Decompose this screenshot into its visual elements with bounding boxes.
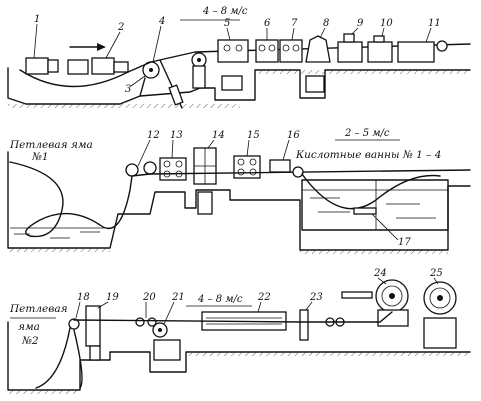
callout-8: 8 xyxy=(323,18,329,29)
callout-14: 14 xyxy=(212,130,225,141)
callout-11: 11 xyxy=(428,18,441,29)
callout-7: 7 xyxy=(291,18,298,29)
callout-1: 1 xyxy=(34,14,40,25)
pit-1-label: Петлевая яма xyxy=(9,139,93,151)
callout-9: 9 xyxy=(357,18,364,29)
unit-8-pit xyxy=(305,75,325,93)
row1-section: 4 – 8 м/с 1 2 3 4 5 6 7 8 9 10 11 xyxy=(7,6,471,109)
callout-6: 6 xyxy=(264,18,271,29)
callout-12: 12 xyxy=(147,130,160,141)
callout-24: 24 xyxy=(373,268,387,279)
row1-strip-sag xyxy=(19,69,129,88)
pit-2-number: №2 xyxy=(21,335,39,347)
callout-23: 23 xyxy=(309,292,323,303)
acid-baths-label: Кислотные ванны № 1 – 4 xyxy=(295,149,441,161)
unit-6 xyxy=(255,39,279,63)
row3-strip xyxy=(73,311,393,323)
unit-10 xyxy=(367,41,393,63)
uncoiler-frame xyxy=(67,59,89,75)
pit-2-label: Петлевая xyxy=(9,303,68,315)
row2-strip-in-bath xyxy=(301,173,441,210)
unit-5-base xyxy=(221,75,243,91)
uncoiler-1-body xyxy=(47,59,59,73)
callout-15: 15 xyxy=(247,130,260,141)
unit-17 xyxy=(353,207,377,215)
row1-floor-hatch-right xyxy=(255,70,470,74)
row3-section: Петлевая яма №2 4 – 8 м/с 18 19 20 21 22… xyxy=(7,268,471,394)
uncoiler-2 xyxy=(91,57,115,75)
callout-2: 2 xyxy=(117,22,124,33)
callout-22: 22 xyxy=(257,292,271,303)
callout-5: 5 xyxy=(224,18,230,29)
unit-9 xyxy=(337,41,363,63)
uncoiler-2-body xyxy=(113,61,129,73)
callout-18: 18 xyxy=(77,292,90,303)
unit-15 xyxy=(233,155,261,179)
row3-speed-label: 4 – 8 м/с xyxy=(197,294,243,305)
callout-21: 21 xyxy=(171,292,185,303)
unit-16 xyxy=(269,159,291,173)
unit-18-roll xyxy=(68,318,80,330)
unit-12-roll xyxy=(125,163,139,177)
callout-4: 4 xyxy=(158,16,165,27)
row1-floor-hatch xyxy=(8,104,240,108)
row2-speed-label: 2 – 5 м/с xyxy=(344,128,390,139)
callout-13: 13 xyxy=(170,130,183,141)
pit-2-label-2: яма xyxy=(18,321,40,333)
unit-23 xyxy=(299,309,309,341)
unit-21-base xyxy=(153,339,181,361)
row3-loop-strip xyxy=(35,327,83,389)
unit-13 xyxy=(159,157,187,181)
row2-loop-strip xyxy=(9,161,133,238)
callout-16: 16 xyxy=(287,130,300,141)
unit-19 xyxy=(85,305,101,347)
unit-7 xyxy=(279,39,303,63)
callout-19: 19 xyxy=(106,292,119,303)
callout-20: 20 xyxy=(142,292,156,303)
callout-17: 17 xyxy=(398,237,411,248)
row2-section: Петлевая яма №1 2 – 5 м/с Кислотные ванн… xyxy=(7,128,471,254)
uncoiler-1 xyxy=(25,57,49,75)
row1-arrow-head xyxy=(97,43,106,51)
row1-speed-label: 4 – 8 м/с xyxy=(202,6,248,17)
unit-8 xyxy=(305,35,331,63)
unit-11 xyxy=(397,41,435,63)
unit-14-base xyxy=(197,191,213,215)
callout-25: 25 xyxy=(429,268,443,279)
callout-10: 10 xyxy=(380,18,393,29)
unit-5 xyxy=(217,39,249,63)
pit-1-number: №1 xyxy=(31,151,49,163)
row2-strip xyxy=(131,169,471,177)
acid-baths xyxy=(301,179,449,231)
callout-3: 3 xyxy=(125,84,131,95)
